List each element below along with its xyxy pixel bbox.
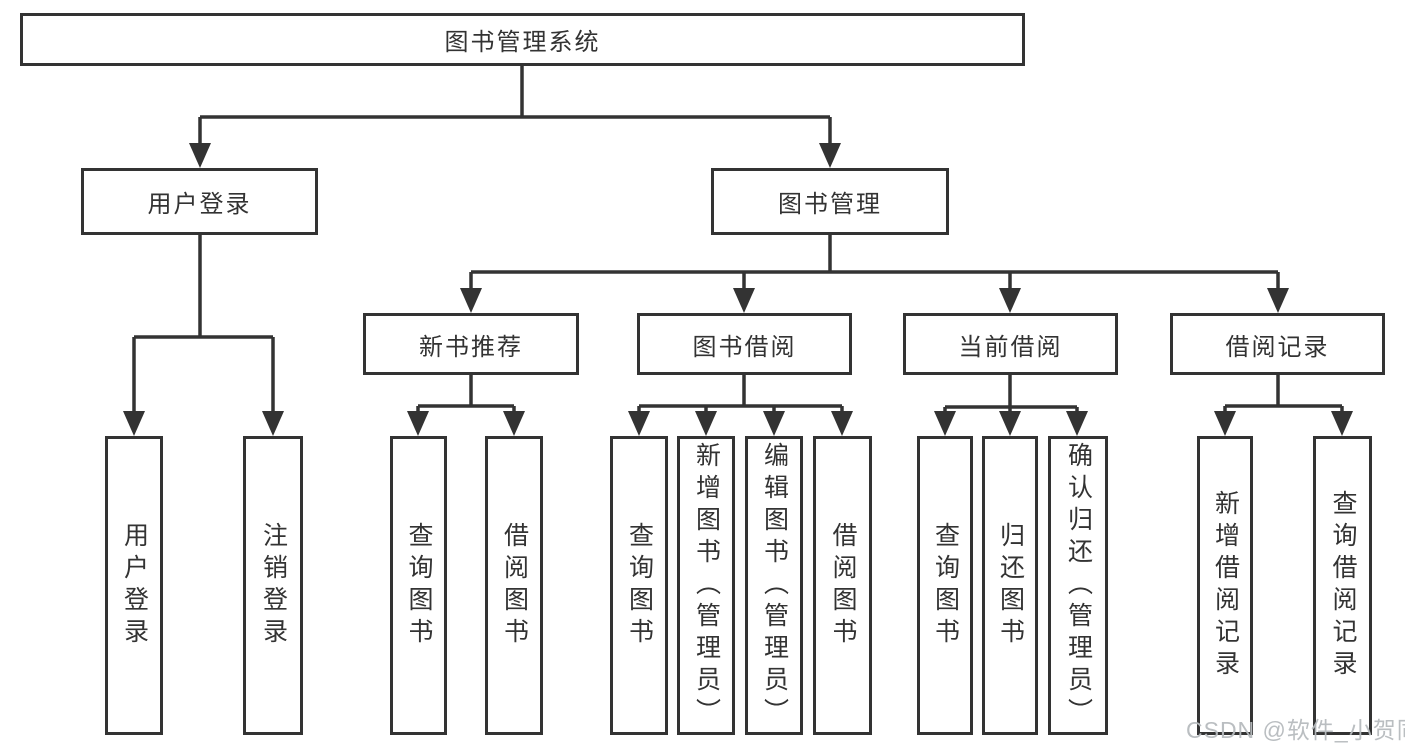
csdn-watermark: CSDN @软件_小贺同学 — [1186, 717, 1405, 743]
node-leaf-records-query-record-label: 查询借阅记录 — [1329, 489, 1357, 682]
node-leaf-current-confirm-return-label: 确认归还（管理员） — [1064, 441, 1093, 730]
node-leaf-current-confirm-return: 确认归还（管理员） — [1048, 436, 1108, 735]
node-current-borrow-label: 当前借阅 — [958, 333, 1063, 361]
node-leaf-borrow-edit-books-label: 编辑图书（管理员） — [760, 441, 789, 730]
node-leaf-borrow-add-books: 新增图书（管理员） — [677, 436, 735, 735]
node-book-management: 图书管理 — [711, 168, 949, 235]
node-leaf-recommend-query-books-label: 查询图书 — [405, 521, 433, 650]
node-leaf-borrow-edit-books: 编辑图书（管理员） — [745, 436, 803, 735]
node-new-book-recommend-label: 新书推荐 — [419, 333, 523, 361]
node-leaf-current-return-books-label: 归还图书 — [996, 521, 1025, 650]
node-leaf-current-query-books-label: 查询图书 — [931, 521, 960, 650]
node-borrow-records: 借阅记录 — [1170, 313, 1385, 375]
node-leaf-records-add-record-label: 新增借阅记录 — [1211, 489, 1240, 682]
node-leaf-logout: 注销登录 — [243, 436, 303, 735]
node-current-borrow: 当前借阅 — [903, 313, 1118, 375]
node-leaf-current-return-books: 归还图书 — [982, 436, 1038, 735]
node-leaf-records-add-record: 新增借阅记录 — [1197, 436, 1253, 735]
node-leaf-records-query-record: 查询借阅记录 — [1313, 436, 1372, 735]
node-borrow-records-label: 借阅记录 — [1225, 333, 1330, 361]
node-root-label: 图书管理系统 — [444, 29, 601, 56]
node-leaf-borrow-borrow-books: 借阅图书 — [813, 436, 872, 735]
node-leaf-recommend-borrow-books: 借阅图书 — [485, 436, 543, 735]
node-leaf-recommend-borrow-books-label: 借阅图书 — [500, 521, 529, 650]
node-leaf-recommend-query-books: 查询图书 — [390, 436, 447, 735]
node-leaf-current-query-books: 查询图书 — [917, 436, 973, 735]
node-root-system: 图书管理系统 — [20, 13, 1025, 66]
node-leaf-borrow-query-books-label: 查询图书 — [625, 521, 654, 650]
node-leaf-logout-label: 注销登录 — [259, 521, 288, 650]
node-leaf-user-login: 用户登录 — [105, 436, 163, 735]
node-user-login-label: 用户登录 — [147, 191, 252, 218]
node-new-book-recommend: 新书推荐 — [363, 313, 579, 375]
node-leaf-user-login-label: 用户登录 — [120, 521, 149, 650]
node-user-login: 用户登录 — [81, 168, 318, 235]
node-leaf-borrow-add-books-label: 新增图书（管理员） — [692, 441, 721, 730]
node-book-borrow: 图书借阅 — [637, 313, 852, 375]
node-leaf-borrow-query-books: 查询图书 — [610, 436, 668, 735]
node-leaf-borrow-borrow-books-label: 借阅图书 — [829, 521, 857, 650]
node-book-management-label: 图书管理 — [778, 191, 882, 218]
node-book-borrow-label: 图书借阅 — [692, 333, 797, 361]
